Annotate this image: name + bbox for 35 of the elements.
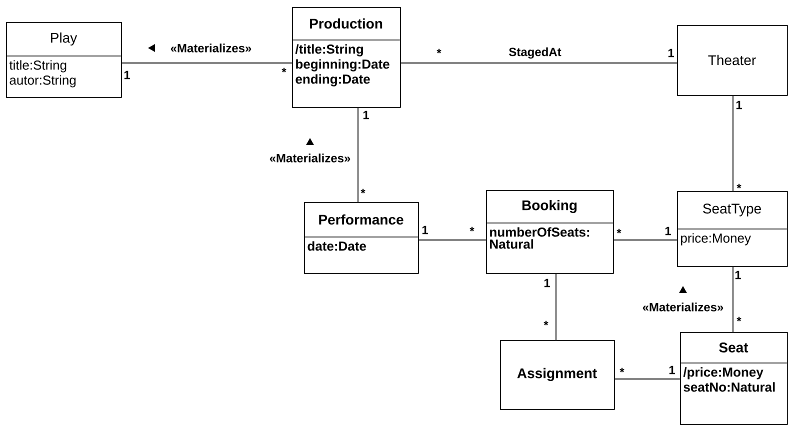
edge-label: StagedAt — [508, 46, 562, 60]
class-box: Booking numberOfSeats: Natural — [486, 190, 614, 274]
edge-label: «Materializes» — [169, 42, 253, 54]
multiplicity: 1 — [669, 366, 675, 374]
class-box: SeatType price:Money — [676, 191, 788, 267]
class-box: Performance date:Date — [304, 202, 419, 274]
class-box: Production /title:String beginning:Date ending:Date — [292, 7, 401, 108]
multiplicity: * — [616, 228, 622, 234]
association-line — [400, 62, 678, 64]
association-line — [121, 62, 292, 64]
class-box: Seat /price:Money seatNo:Natural — [680, 332, 788, 425]
edge-label: «Materializes» — [641, 302, 725, 312]
class-box: Play title:String autor:String — [6, 22, 122, 98]
multiplicity: 1 — [422, 226, 428, 234]
multiplicity: * — [736, 316, 742, 322]
multiplicity: * — [544, 320, 548, 326]
association-line — [732, 95, 734, 192]
multiplicity: 1 — [665, 226, 671, 236]
multiplicity: 1 — [544, 278, 550, 288]
multiplicity: * — [620, 368, 624, 372]
multiplicity: * — [436, 48, 442, 54]
multiplicity: 1 — [735, 270, 741, 280]
multiplicity: * — [736, 184, 742, 188]
multiplicity: 1 — [668, 48, 674, 58]
multiplicity: 1 — [124, 70, 130, 80]
association-line — [732, 266, 734, 332]
edge-label: «Materializes» — [268, 152, 352, 164]
multiplicity: * — [360, 188, 366, 194]
multiplicity: * — [470, 226, 474, 232]
class-box: Assignment — [500, 340, 615, 410]
association-line — [614, 378, 680, 380]
multiplicity: * — [282, 68, 286, 72]
multiplicity: 1 — [736, 100, 742, 110]
multiplicity: 1 — [363, 110, 369, 120]
class-box: Theater — [677, 25, 788, 96]
